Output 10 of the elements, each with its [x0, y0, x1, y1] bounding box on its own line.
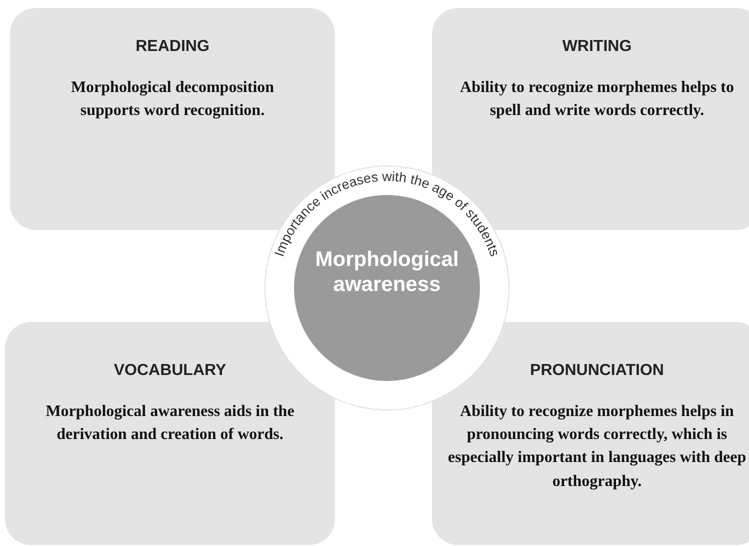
card-description: Ability to recognize morphemes helps in pronouncing words correctly, which is especially important in languages with deep orthography.	[447, 402, 747, 492]
topic-card	[432, 322, 749, 545]
topic-card	[5, 322, 335, 545]
card-description: Morphological decomposition supports word recognition.	[70, 78, 276, 122]
card-heading: WRITING	[562, 38, 632, 56]
card-heading: VOCABULARY	[114, 362, 226, 380]
card-heading: PRONUNCIATION	[530, 362, 664, 380]
card-description: Morphological awareness aids in the derivation and creation of words.	[44, 402, 296, 446]
card-description: Ability to recognize morphemes helps to spell and write words correctly.	[459, 78, 735, 122]
card-heading: READING	[136, 38, 210, 56]
